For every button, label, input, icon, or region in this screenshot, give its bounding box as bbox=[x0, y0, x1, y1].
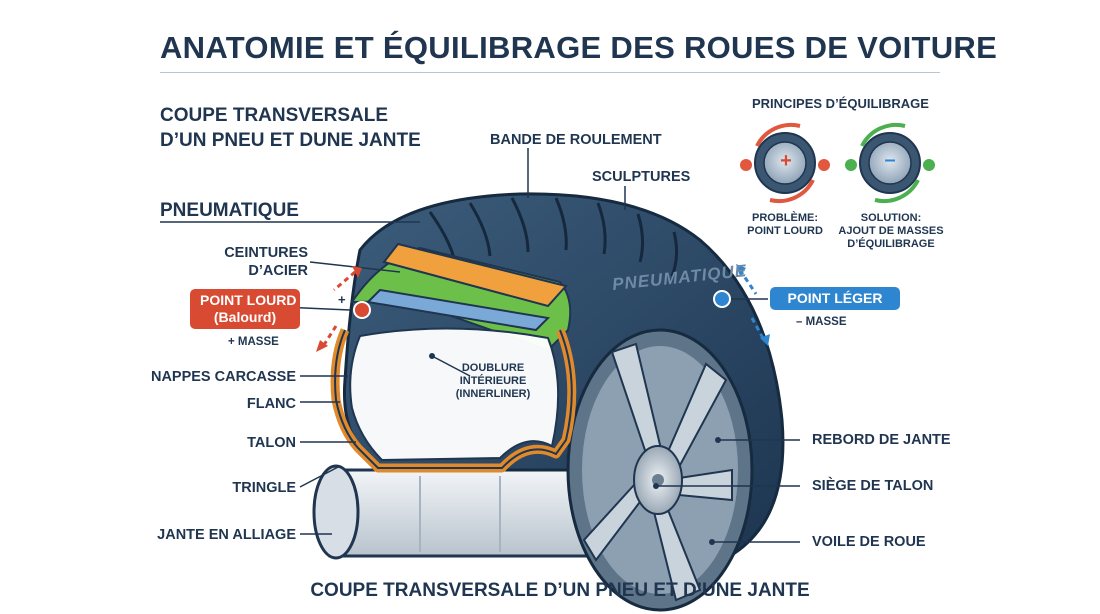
rim-barrel bbox=[314, 466, 600, 558]
page-title: ANATOMIE ET ÉQUILIBRAGE DES ROUES DE VOI… bbox=[160, 30, 950, 66]
balancing-problem-text: PROBLÈME: POINT LOURD bbox=[735, 212, 835, 238]
label-voile-roue: VOILE DE ROUE bbox=[812, 533, 926, 551]
label-flanc: FLANC bbox=[200, 395, 296, 413]
light-point-mass: – MASSE bbox=[796, 316, 847, 328]
solution-minus-sign: – bbox=[880, 149, 900, 172]
label-nappes-carcasse: NAPPES CARCASSE bbox=[140, 368, 296, 386]
label-bande-roulement: BANDE DE ROULEMENT bbox=[490, 131, 662, 149]
label-rebord-jante: REBORD DE JANTE bbox=[812, 431, 951, 449]
label-doublure: DOUBLURE INTÉRIEURE (INNERLINER) bbox=[438, 362, 548, 401]
problem-plus-sign: + bbox=[776, 150, 796, 173]
label-talon: TALON bbox=[200, 434, 296, 452]
balancing-solution-text: SOLUTION: AJOUT DE MASSES D’ÉQUILIBRAGE bbox=[835, 212, 947, 251]
label-jante-alliage: JANTE EN ALLIAGE bbox=[140, 526, 296, 544]
heavy-point-mass: + MASSE bbox=[228, 336, 279, 348]
section-heading: COUPE TRANSVERSALE D’UN PNEU ET DUNE JAN… bbox=[160, 103, 421, 153]
heavy-point-badge: POINT LOURD (Balourd) bbox=[190, 289, 300, 329]
pneumatique-heading: PNEUMATIQUE bbox=[160, 198, 299, 223]
label-ceintures-acier: CEINTURES D’ACIER bbox=[200, 244, 308, 280]
tire-cross-section bbox=[335, 244, 572, 468]
alloy-wheel bbox=[568, 330, 752, 610]
heavy-point-sign: + bbox=[338, 292, 346, 307]
label-siege-talon: SIÈGE DE TALON bbox=[812, 477, 933, 495]
label-sculptures: SCULPTURES bbox=[592, 168, 690, 186]
label-tringle: TRINGLE bbox=[200, 479, 296, 497]
balancing-title: PRINCIPES D’ÉQUILIBRAGE bbox=[752, 96, 929, 111]
bottom-caption: COUPE TRANSVERSALE D’UN PNEU ET D’UNE JA… bbox=[260, 580, 860, 602]
light-point-badge: POINT LÉGER bbox=[770, 287, 900, 310]
title-divider bbox=[160, 72, 940, 73]
